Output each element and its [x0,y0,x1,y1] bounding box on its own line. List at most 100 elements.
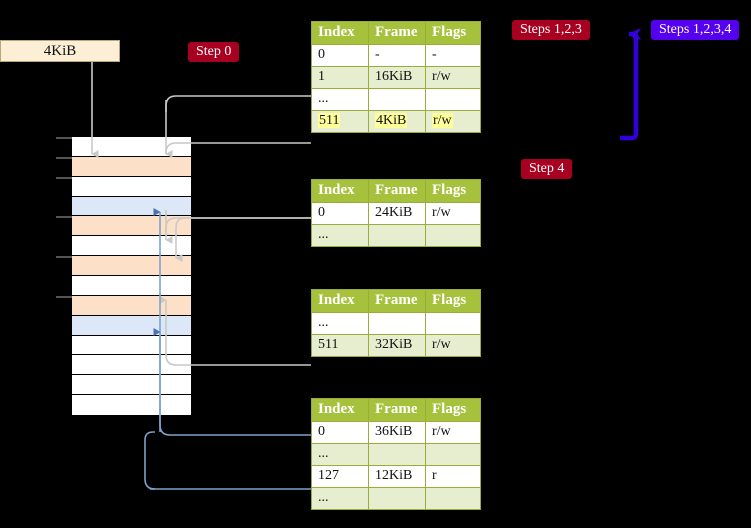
memory-frame-row [72,315,191,336]
badge-steps-1234-label: Steps 1,2,3,4 [659,22,732,37]
cell-flags: r [425,465,481,488]
cell-index: ... [311,88,369,111]
wire-t1-second-down [175,217,311,262]
cell-index: 0 [311,421,369,444]
cell-flags: - [425,44,481,67]
cell-flags [425,312,481,335]
table-header-index: Index [311,21,369,45]
memory-tick-mark [56,256,72,259]
cell-flags [425,443,481,466]
cell-frame: 12KiB [368,465,426,488]
memory-frame-row [72,295,191,316]
memory-tick-mark [56,156,72,159]
cell-frame: 16KiB [368,66,426,89]
cell-frame [368,88,426,111]
table-header-flags: Flags [425,398,481,422]
cell-frame: 24KiB [368,202,426,225]
memory-frame-row [72,256,191,276]
memory-frame-row [72,355,191,376]
cell-index: 511 [311,110,369,133]
wire-t0-entry-in [165,95,311,112]
badge-steps-123: Steps 1,2,3 [512,20,590,40]
table-header-flags: Flags [425,289,481,313]
memory-frame-row [72,236,191,257]
memory-tick-mark [56,176,72,179]
cell-index: 127 [311,465,369,488]
table-row: ... [311,224,481,247]
cell-frame: 4KiB [368,110,426,133]
cell-index: ... [311,312,369,335]
memory-frame-row [72,216,191,237]
cell-frame: - [368,44,426,67]
badge-steps-1234: Steps 1,2,3,4 [651,20,740,40]
table-header-frame: Frame [368,21,426,45]
table-header-frame: Frame [368,179,426,203]
cell-flags [425,88,481,111]
cell-index: ... [311,443,369,466]
cell-flags: r/w [425,202,481,225]
cell-frame: 32KiB [368,334,426,357]
memory-frame-row [72,176,191,197]
memory-frame-row [72,276,191,296]
badge-step0: Step 0 [188,42,240,62]
cell-flags: r/w [425,66,481,89]
badge-step0-label: Step 0 [196,44,232,59]
memory-tick-mark [56,216,72,219]
cell-frame [368,443,426,466]
table-header-frame: Frame [368,398,426,422]
highlighted-value: 511 [318,113,341,128]
memory-frame-row [72,395,191,415]
kib-box: 4KiB [0,40,120,62]
cell-flags: r/w [425,334,481,357]
memory-tick-mark [56,137,72,139]
table-row: ... [311,88,481,111]
memory-frame-row [72,137,191,157]
table-header-flags: Flags [425,179,481,203]
cell-flags [425,224,481,247]
table-header-index: Index [311,179,369,203]
cell-flags: r/w [425,421,481,444]
table-row: 511 4KiB r/w [311,110,481,133]
table-row: ... [311,312,481,335]
cell-index: ... [311,487,369,510]
cell-index: 511 [311,334,369,357]
memory-tick-mark [56,295,72,298]
badge-step4-label: Step 4 [529,161,565,176]
memory-frame-row [72,156,191,177]
badge-step4: Step 4 [521,159,573,179]
cell-index: 0 [311,44,369,67]
table-row: 0-- [311,44,481,67]
table-header-index: Index [311,398,369,422]
highlighted-value: 4KiB [375,113,408,128]
cell-index: ... [311,224,369,247]
highlighted-value: r/w [432,113,453,128]
cell-frame [368,487,426,510]
cell-index: 0 [311,202,369,225]
table-header-flags: Flags [425,21,481,45]
kib-box-label: 4KiB [43,42,77,59]
table-row: ... [311,443,481,466]
wire-t3-127-bend [144,431,311,490]
table-header-frame: Frame [368,289,426,313]
badge-steps-123-label: Steps 1,2,3 [520,22,582,37]
cell-frame [368,312,426,335]
memory-frame-row [72,196,191,217]
memory-frame-row [72,335,191,356]
cell-flags: r/w [425,110,481,133]
cell-flags [425,487,481,510]
table-row: ... [311,487,481,510]
table-header-index: Index [311,289,369,313]
cell-index: 1 [311,66,369,89]
memory-frame-row [72,375,191,396]
cell-frame [368,224,426,247]
